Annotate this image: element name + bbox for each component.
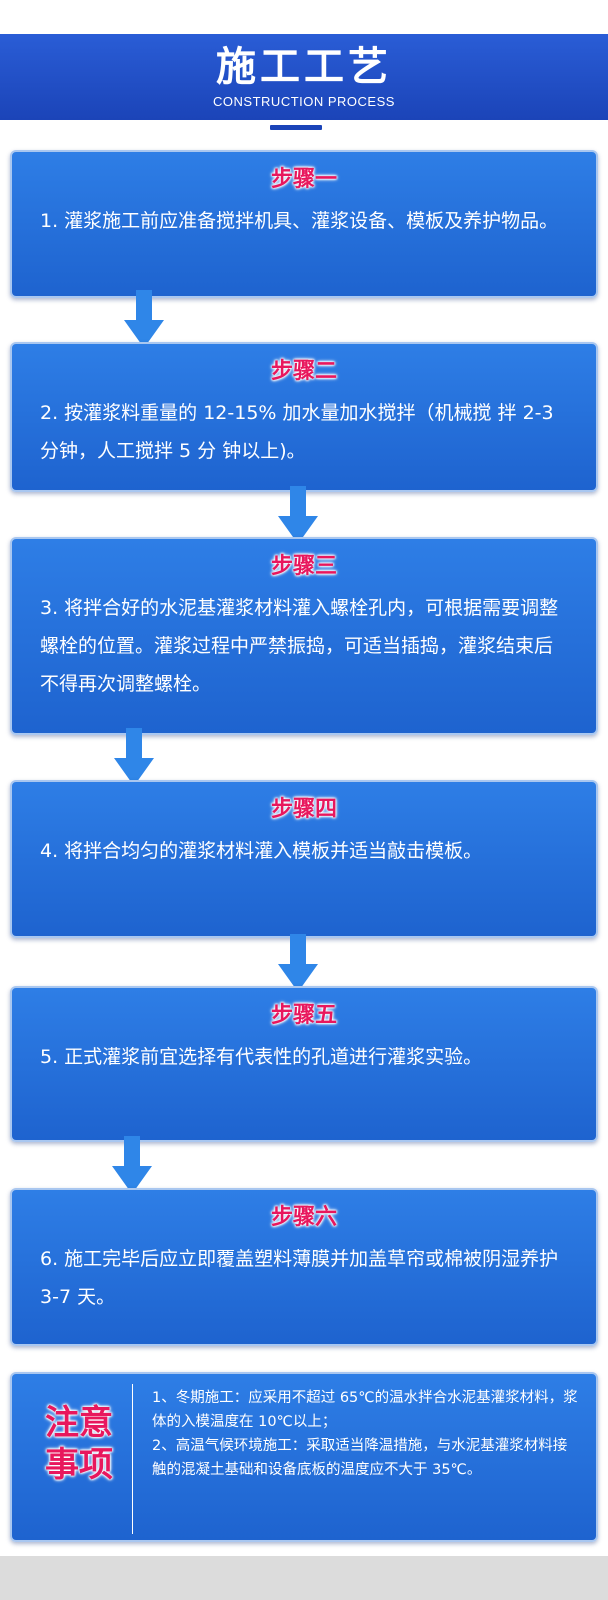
step-card-4: 步骤四 4. 将拌合均匀的灌浆材料灌入模板并适当敲击模板。 <box>10 780 598 938</box>
step-title: 步骤二 <box>270 359 337 384</box>
page-subtitle: CONSTRUCTION PROCESS <box>213 94 395 109</box>
notes-divider <box>132 1384 133 1534</box>
notes-heading-line: 注意 <box>45 1403 113 1443</box>
step-text: 4. 将拌合均匀的灌浆材料灌入模板并适当敲击模板。 <box>40 840 483 862</box>
page-title: 施工工艺 <box>216 44 392 90</box>
note-item: 1、冬期施工：应采用不超过 65℃的温水拌合水泥基灌浆材料，浆体的入模温度在 1… <box>152 1390 578 1430</box>
step-title: 步骤一 <box>270 167 337 192</box>
step-card-5: 步骤五 5. 正式灌浆前宜选择有代表性的孔道进行灌浆实验。 <box>10 986 598 1142</box>
down-arrow-icon <box>124 290 164 348</box>
step-title: 步骤六 <box>270 1205 337 1230</box>
note-item: 2、高温气候环境施工：采取适当降温措施，与水泥基灌浆材料接触的混凝土基础和设备底… <box>152 1438 568 1478</box>
down-arrow-icon <box>114 728 154 786</box>
step-title: 步骤五 <box>270 1003 337 1028</box>
step-card-2: 步骤二 2. 按灌浆料重量的 12-15% 加水量加水搅拌（机械搅 拌 2-3 … <box>10 342 598 492</box>
step-text: 5. 正式灌浆前宜选择有代表性的孔道进行灌浆实验。 <box>40 1046 483 1068</box>
step-title: 步骤三 <box>270 554 337 579</box>
step-card-3: 步骤三 3. 将拌合好的水泥基灌浆材料灌入螺栓孔内，可根据需要调整螺栓的位置。灌… <box>10 537 598 735</box>
notes-heading-line: 事项 <box>45 1445 113 1485</box>
step-text: 1. 灌浆施工前应准备搅拌机具、灌浆设备、模板及养护物品。 <box>40 210 559 232</box>
step-text: 2. 按灌浆料重量的 12-15% 加水量加水搅拌（机械搅 拌 2-3 分钟，人… <box>40 402 554 462</box>
page-header: 施工工艺 CONSTRUCTION PROCESS <box>0 34 608 120</box>
down-arrow-icon <box>278 486 318 544</box>
down-arrow-icon <box>112 1136 152 1194</box>
notes-text: 1、冬期施工：应采用不超过 65℃的温水拌合水泥基灌浆材料，浆体的入模温度在 1… <box>152 1386 578 1482</box>
step-card-1: 步骤一 1. 灌浆施工前应准备搅拌机具、灌浆设备、模板及养护物品。 <box>10 150 598 298</box>
step-title: 步骤四 <box>270 797 337 822</box>
footer-bar <box>0 1556 608 1600</box>
step-text: 6. 施工完毕后应立即覆盖塑料薄膜并加盖草帘或棉被阴湿养护 3-7 天。 <box>40 1248 559 1308</box>
notes-heading: 注意 事项 <box>40 1402 118 1486</box>
down-arrow-icon <box>278 934 318 992</box>
step-text: 3. 将拌合好的水泥基灌浆材料灌入螺栓孔内，可根据需要调整螺栓的位置。灌浆过程中… <box>40 597 559 695</box>
header-underline <box>270 125 322 130</box>
step-card-6: 步骤六 6. 施工完毕后应立即覆盖塑料薄膜并加盖草帘或棉被阴湿养护 3-7 天。 <box>10 1188 598 1346</box>
notes-card: 注意 事项 1、冬期施工：应采用不超过 65℃的温水拌合水泥基灌浆材料，浆体的入… <box>10 1372 598 1542</box>
